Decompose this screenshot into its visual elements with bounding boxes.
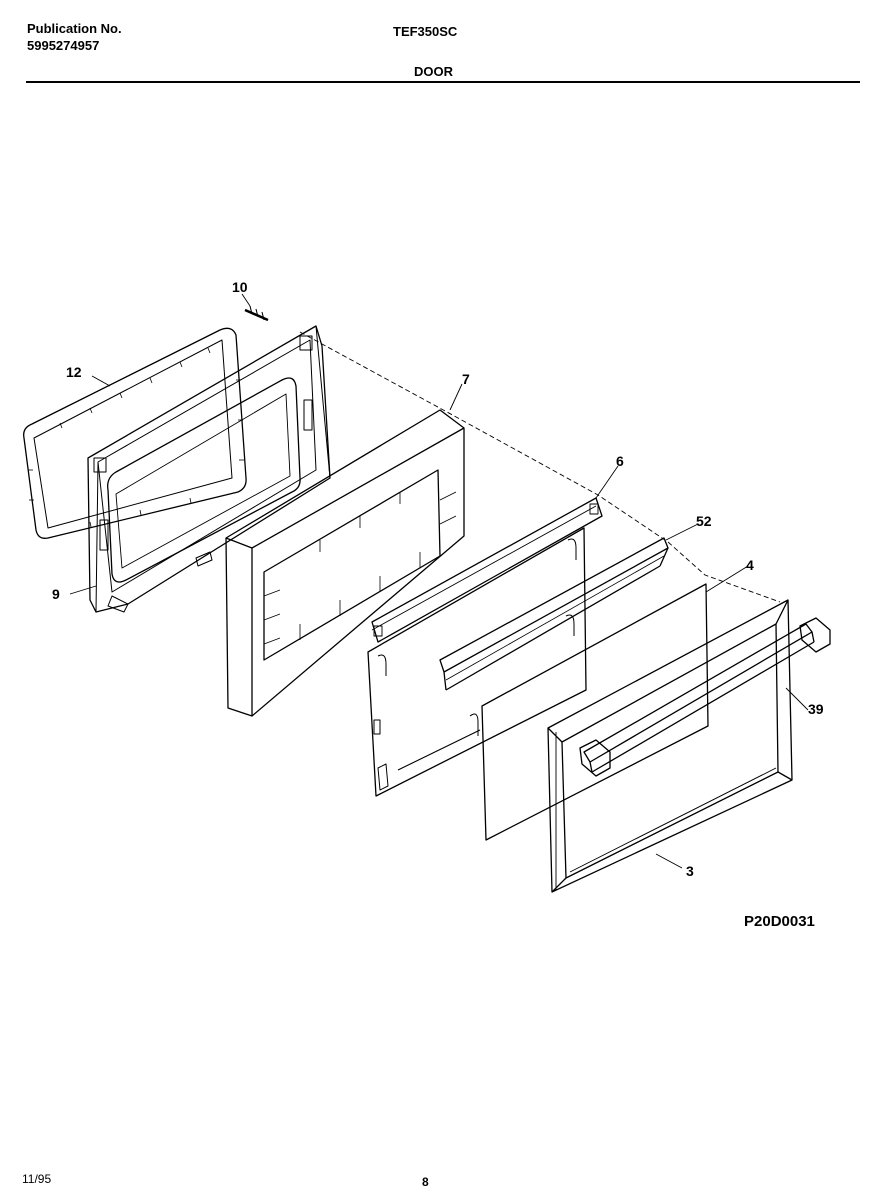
inner-door-panel-part-6	[367, 497, 603, 797]
page-number: 8	[422, 1175, 429, 1189]
screw-part-10	[244, 305, 269, 322]
outer-door-frame-part-3	[547, 599, 793, 893]
model-number: TEF350SC	[393, 24, 458, 39]
callout-9: 9	[52, 586, 60, 602]
callout-4: 4	[746, 557, 754, 573]
callout-52: 52	[696, 513, 712, 529]
callout-7: 7	[462, 371, 470, 387]
door-gasket-part-12	[23, 327, 247, 539]
glass-part-4	[481, 583, 709, 841]
assembly-alignment-line	[299, 331, 781, 603]
callout-10: 10	[232, 279, 248, 295]
channel-part-52	[439, 537, 669, 691]
callout-12: 12	[66, 364, 82, 380]
publication-number: 5995274957	[27, 38, 100, 53]
section-title: DOOR	[414, 64, 453, 79]
handle-part-39	[579, 617, 831, 777]
publication-label: Publication No.	[27, 21, 122, 36]
callout-leaders	[69, 293, 809, 869]
callout-3: 3	[686, 863, 694, 879]
insulation-part-7	[225, 409, 465, 717]
callout-6: 6	[616, 453, 624, 469]
callout-39: 39	[808, 701, 824, 717]
header-rule	[26, 81, 860, 83]
figure-code: P20D0031	[744, 913, 815, 930]
footer-date: 11/95	[22, 1172, 52, 1186]
inner-door-liner-part-9	[87, 325, 331, 613]
